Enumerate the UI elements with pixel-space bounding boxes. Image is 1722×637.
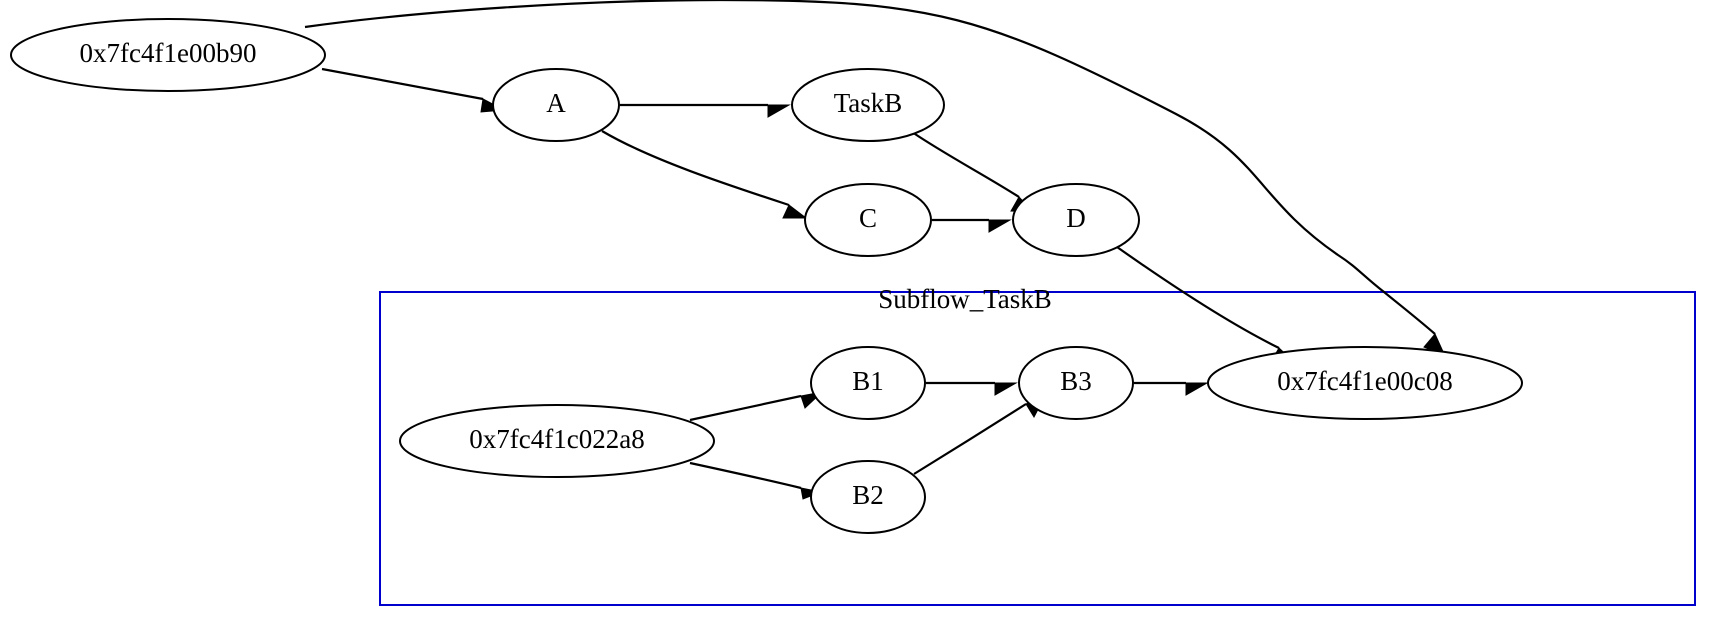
cluster-subflow_taskb: Subflow_TaskB <box>379 284 1696 606</box>
node-shape[interactable] <box>810 346 926 420</box>
node-start[interactable]: 0x7fc4f1e00b90 <box>10 18 326 92</box>
node-sub_start[interactable]: 0x7fc4f1c022a8 <box>399 404 715 478</box>
node-end[interactable]: 0x7fc4f1e00c08 <box>1207 346 1523 420</box>
arrow-head-icon <box>767 104 791 118</box>
node-label: B3 <box>1060 366 1092 396</box>
node-shape[interactable] <box>791 68 945 142</box>
node-TaskB[interactable]: TaskB <box>791 68 945 142</box>
edge-line <box>1116 246 1280 349</box>
arrow-head-icon <box>988 219 1012 233</box>
node-shape[interactable] <box>492 68 620 142</box>
clusters-layer: Subflow_TaskB <box>379 284 1696 606</box>
edge-D-end <box>1116 246 1296 363</box>
cluster-border <box>379 291 1696 606</box>
node-label: 0x7fc4f1e00b90 <box>80 38 257 68</box>
node-B3[interactable]: B3 <box>1018 346 1134 420</box>
node-shape[interactable] <box>10 18 326 92</box>
arrow-head-icon <box>1185 382 1209 396</box>
arrow-head-icon <box>782 204 808 219</box>
edge-B2-B3 <box>913 394 1047 475</box>
node-D[interactable]: D <box>1012 183 1140 257</box>
edge-A-C <box>601 130 808 219</box>
edge-B3-end <box>1134 381 1209 396</box>
node-label: A <box>546 88 566 118</box>
node-shape[interactable] <box>1207 346 1523 420</box>
node-label: 0x7fc4f1e00c08 <box>1277 366 1452 396</box>
edge-substart-B2 <box>689 461 823 500</box>
cluster-label: Subflow_TaskB <box>878 284 1052 314</box>
node-shape[interactable] <box>804 183 932 257</box>
edge-line <box>304 0 1436 335</box>
arrow-head-icon <box>994 382 1018 396</box>
edge-line <box>321 67 484 101</box>
node-A[interactable]: A <box>492 68 620 142</box>
edge-TaskB-D <box>911 131 1035 213</box>
node-B1[interactable]: B1 <box>810 346 926 420</box>
edge-line <box>911 131 1020 198</box>
node-label: D <box>1066 203 1086 233</box>
node-label: 0x7fc4f1c022a8 <box>469 424 644 454</box>
node-label: TaskB <box>834 88 903 118</box>
edge-line <box>601 130 790 207</box>
edge-line <box>689 461 802 490</box>
node-B2[interactable]: B2 <box>810 460 926 534</box>
edge-B1-B3 <box>926 381 1018 396</box>
node-C[interactable]: C <box>804 183 932 257</box>
edge-line <box>913 403 1027 475</box>
node-shape[interactable] <box>1012 183 1140 257</box>
node-label: C <box>859 203 877 233</box>
edge-start-A <box>321 67 506 113</box>
node-label: B2 <box>852 480 884 510</box>
node-label: B1 <box>852 366 884 396</box>
edge-start-end <box>304 0 1446 357</box>
edge-C-D <box>932 218 1012 233</box>
node-shape[interactable] <box>810 460 926 534</box>
edge-line <box>689 394 802 422</box>
node-shape[interactable] <box>1018 346 1134 420</box>
edge-A-TaskB <box>620 103 791 118</box>
node-shape[interactable] <box>399 404 715 478</box>
edge-substart-B1 <box>689 391 824 422</box>
